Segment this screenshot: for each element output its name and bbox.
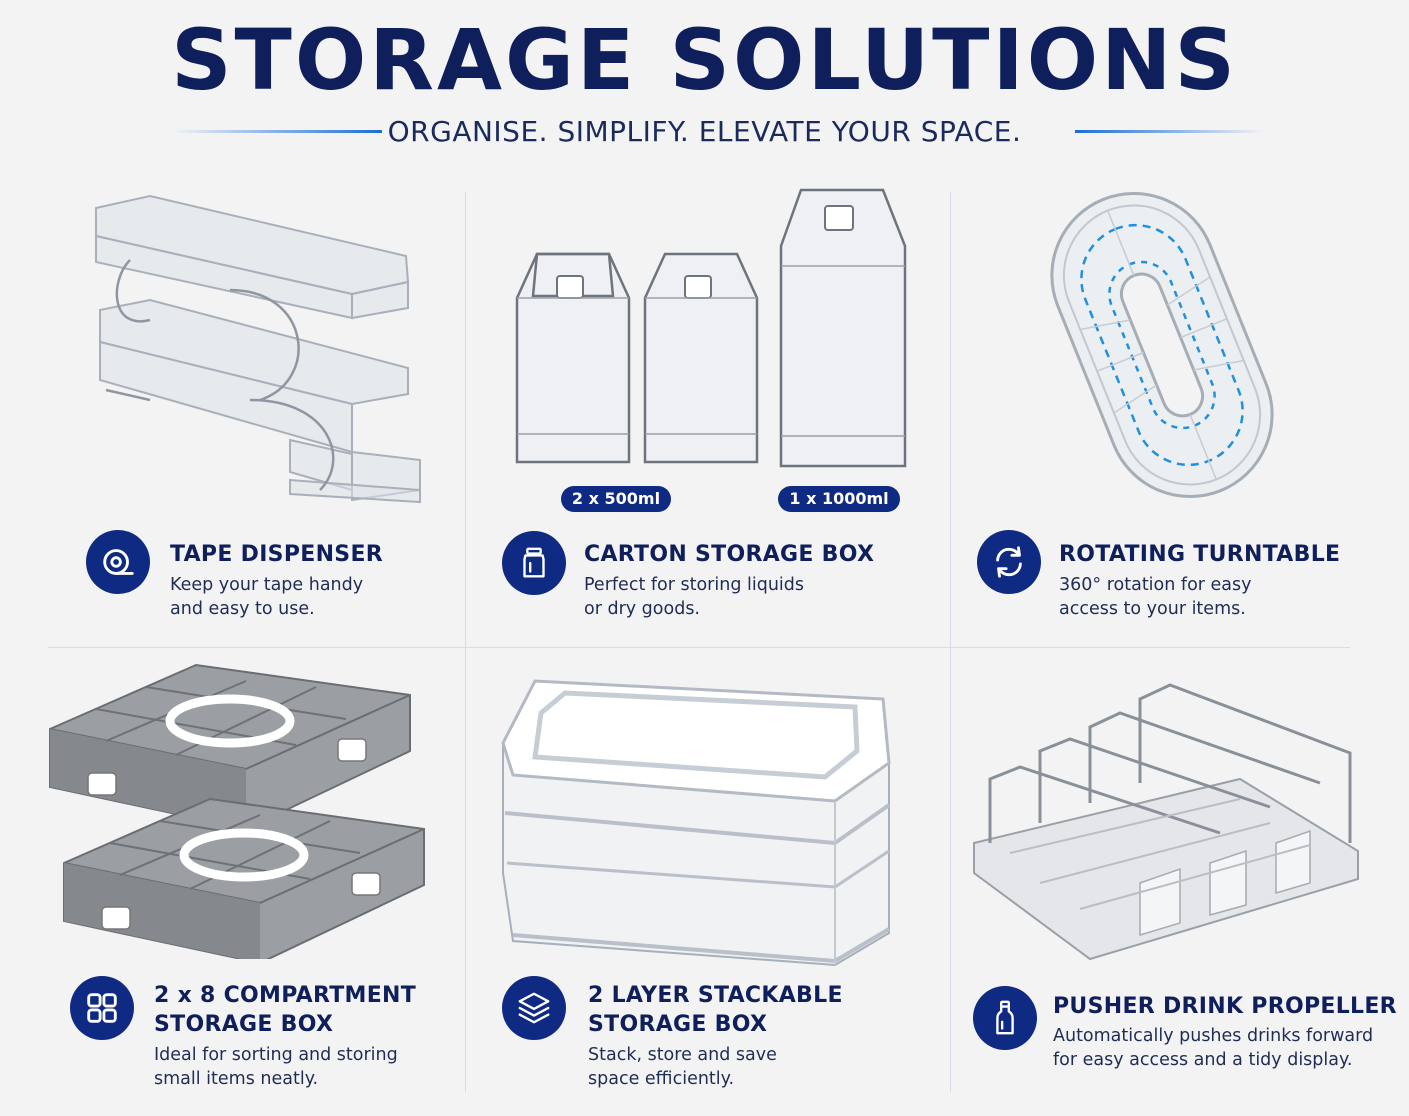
product-card-rotating-turntable: ROTATING TURNTABLE 360° rotation for eas…	[950, 0, 1409, 647]
layers-icon-badge	[502, 976, 566, 1040]
page-title: STORAGE SOLUTIONS	[171, 11, 1238, 109]
product-card-tape-dispenser: TAPE DISPENSER Keep your tape handy and …	[0, 0, 465, 647]
product-card-carton-storage-box: 2 x 500ml 1 x 1000ml CARTON STORAGE BOX …	[465, 0, 950, 647]
bottle-icon	[996, 1000, 1014, 1035]
jar-icon	[523, 547, 545, 578]
product-description-line: and easy to use.	[170, 599, 315, 619]
capacity-badge-1000ml: 1 x 1000ml	[778, 486, 900, 512]
capacity-badge-500ml: 2 x 500ml	[561, 486, 671, 512]
page-subtitle: ORGANISE. SIMPLIFY. ELEVATE YOUR SPACE.	[387, 115, 1022, 148]
grid-icon-badge	[70, 976, 134, 1040]
product-description-line: access to your items.	[1059, 599, 1246, 619]
product-title: CARTON STORAGE BOX	[584, 542, 875, 567]
rotate-icon-badge	[977, 530, 1041, 594]
grid-icon	[87, 993, 117, 1023]
product-description-line: space efficiently.	[588, 1069, 735, 1089]
bottle-icon-badge	[973, 986, 1037, 1050]
compartment-boxes-illustration	[49, 663, 425, 959]
rotate-icon	[996, 546, 1022, 578]
product-title: PUSHER DRINK PROPELLER	[1053, 994, 1397, 1019]
tape-dispenser-illustration	[95, 194, 421, 504]
jar-icon-badge	[502, 531, 566, 595]
product-description-line: or dry goods.	[584, 599, 700, 619]
turntable-illustration	[1050, 191, 1274, 499]
layers-icon	[518, 992, 550, 1024]
product-title: ROTATING TURNTABLE	[1059, 542, 1341, 567]
product-description-line: Keep your tape handy	[170, 575, 364, 595]
divider-vertical-1	[465, 192, 466, 1092]
tape-icon-badge	[86, 530, 150, 594]
product-title: STORAGE BOX	[588, 1012, 768, 1037]
stackable-box-illustration	[501, 679, 891, 967]
product-description-line: Perfect for storing liquids	[584, 575, 805, 595]
decorative-rule-left	[172, 130, 382, 133]
divider-vertical-2	[950, 192, 951, 1092]
product-title: 2 LAYER STACKABLE	[588, 983, 843, 1008]
product-description-line: Automatically pushes drinks forward	[1053, 1026, 1374, 1046]
subtitle-row: ORGANISE. SIMPLIFY. ELEVATE YOUR SPACE.	[0, 112, 1409, 152]
tape-icon	[103, 549, 134, 575]
divider-horizontal	[48, 647, 1350, 648]
drink-pusher-illustration	[973, 683, 1359, 961]
carton-bottles-illustration	[515, 188, 907, 468]
product-description-line: small items neatly.	[154, 1069, 319, 1089]
product-card-pusher-drink-propeller: PUSHER DRINK PROPELLER Automatically pus…	[950, 647, 1409, 1116]
product-card-stackable-storage-box: 2 LAYER STACKABLE STORAGE BOX Stack, sto…	[465, 647, 950, 1116]
product-description-line: for easy access and a tidy display.	[1053, 1050, 1353, 1070]
decorative-rule-right	[1075, 130, 1265, 133]
product-title: TAPE DISPENSER	[170, 542, 384, 567]
product-description-line: Ideal for sorting and storing	[154, 1045, 398, 1065]
product-title: 2 x 8 COMPARTMENT	[154, 983, 417, 1008]
product-description-line: 360° rotation for easy	[1059, 575, 1252, 595]
product-description-line: Stack, store and save	[588, 1045, 777, 1065]
product-card-compartment-storage-box: 2 x 8 COMPARTMENT STORAGE BOX Ideal for …	[0, 647, 465, 1116]
product-title: STORAGE BOX	[154, 1012, 334, 1037]
